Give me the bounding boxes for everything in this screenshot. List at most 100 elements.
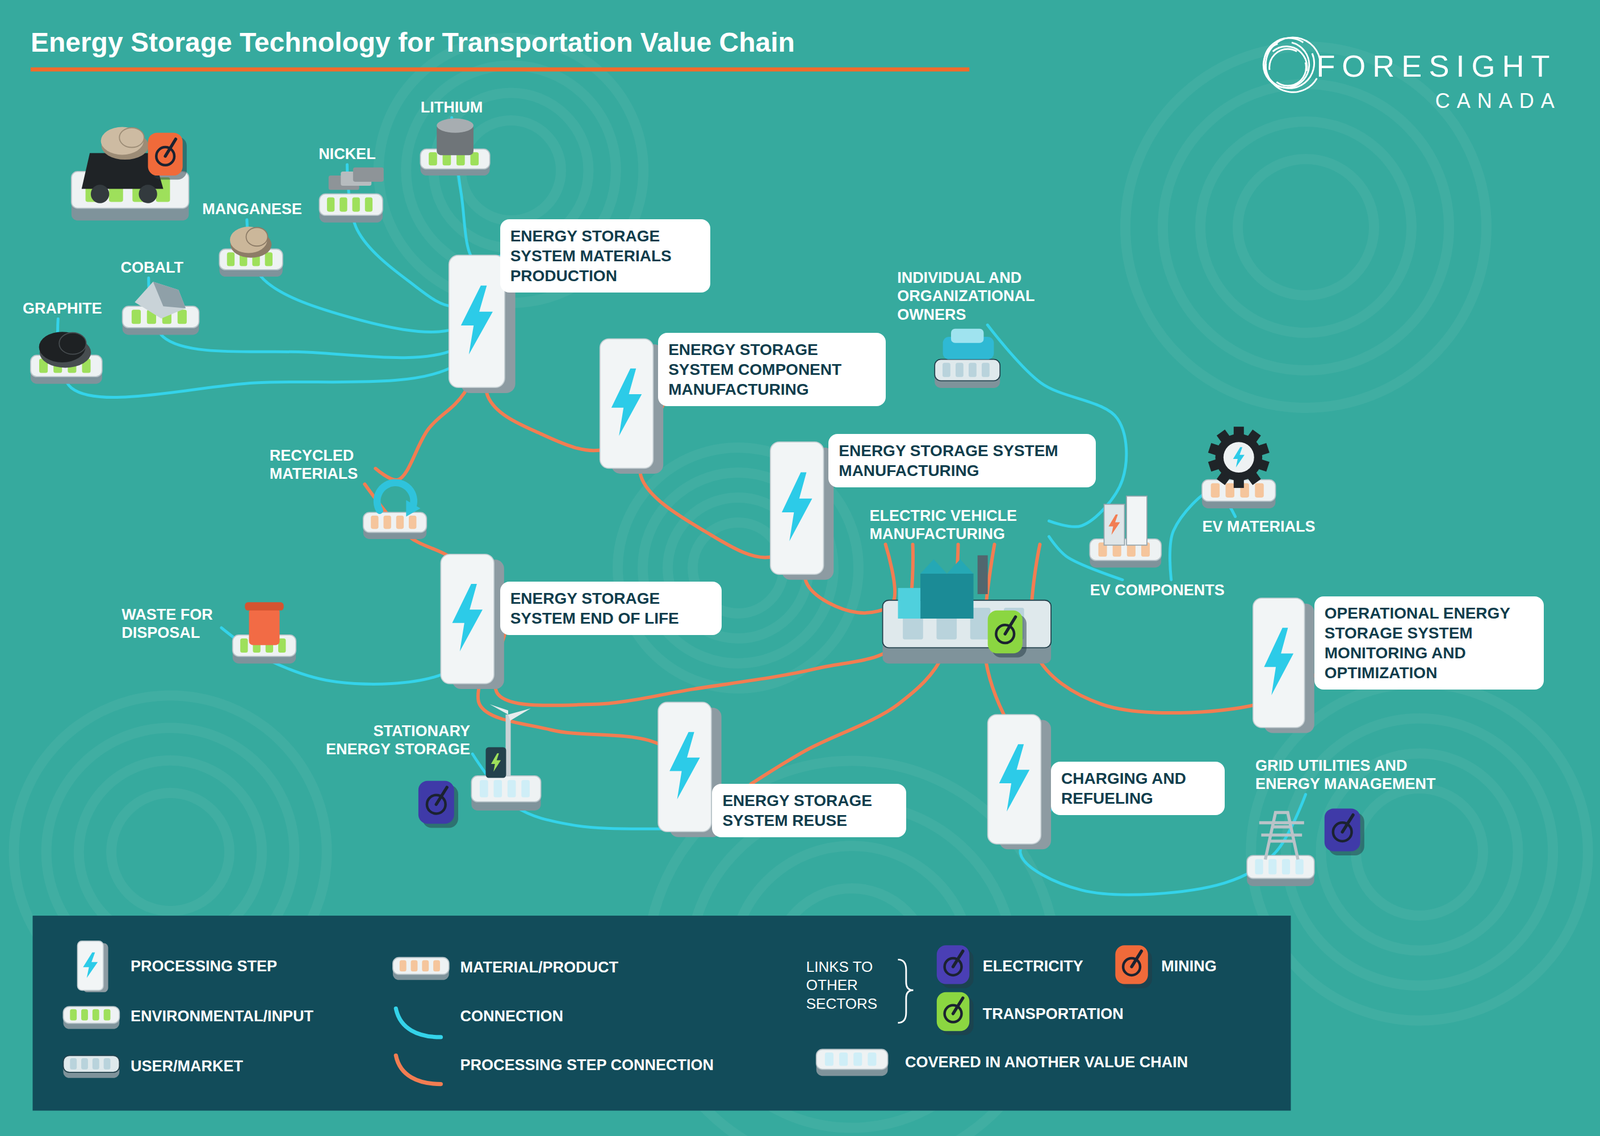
platform-stripe <box>240 638 248 653</box>
platform-stripe <box>955 362 964 378</box>
logo-text: CANADA <box>1435 88 1562 114</box>
battery-front <box>449 254 505 388</box>
item-label: ELECTRIC VEHICLE MANUFACTURING <box>867 505 1050 545</box>
badge-plug <box>1131 950 1142 966</box>
rock <box>101 127 144 156</box>
process-box: ENERGY STORAGE SYSTEM END OF LIFE <box>500 581 722 635</box>
bolt-symbol <box>451 583 483 652</box>
legend-text: COVERED IN ANOTHER VALUE CHAIN <box>905 1053 1188 1071</box>
platform-stripe <box>1254 483 1264 498</box>
process-label: CHARGING AND REFUELING <box>1061 768 1215 808</box>
item-label: GRID UTILITIES AND ENERGY MANAGEMENT <box>1253 755 1464 795</box>
item-label: LITHIUM <box>418 97 485 118</box>
platform-top <box>1246 855 1315 878</box>
illustration-group <box>30 27 1365 1111</box>
legend-text: TRANSPORTATION <box>982 1004 1124 1023</box>
item-text: GRAPHITE <box>22 299 103 318</box>
platform-stripe <box>493 779 502 798</box>
item-label: RECYCLED MATERIALS <box>267 445 376 485</box>
bolt-symbol <box>491 752 501 772</box>
lithium-drum-top <box>436 118 474 133</box>
gear-body <box>1215 433 1263 481</box>
platform-stripe <box>433 960 441 972</box>
turbine-blade <box>489 704 509 715</box>
platform-top <box>471 775 541 802</box>
platform-top <box>934 359 1000 381</box>
platform-stripe <box>1225 483 1235 498</box>
recycle-head <box>405 500 421 517</box>
platform-stripe <box>365 197 373 212</box>
platform-stripe <box>839 1052 848 1066</box>
battery-front <box>77 940 104 990</box>
logo-swirl <box>1269 48 1307 86</box>
sector-badge <box>148 132 183 176</box>
car-window <box>951 328 984 343</box>
platform-stripe <box>265 252 273 266</box>
platform-stripe <box>352 197 360 212</box>
item-text: STATIONARY ENERGY STORAGE <box>309 721 471 759</box>
item-label: EV MATERIALS <box>1200 516 1318 537</box>
battery-front <box>770 441 824 575</box>
platform-stripe <box>92 1008 100 1021</box>
process-box: ENERGY STORAGE SYSTEM COMPONENT MANUFACT… <box>658 332 886 406</box>
item-text: INDIVIDUAL AND ORGANIZATIONAL OWNERS <box>897 268 1062 324</box>
badge-plug <box>953 997 963 1013</box>
platform-stripe <box>227 252 235 266</box>
platform-stripe <box>421 960 429 972</box>
sector-badge <box>418 780 455 824</box>
ripple <box>1237 158 1375 296</box>
turbine-blade <box>508 708 531 721</box>
legend-line-sample <box>395 1054 441 1084</box>
battery-front <box>987 714 1042 844</box>
process-label: OPERATIONAL ENERGY STORAGE SYSTEM MONITO… <box>1324 602 1534 683</box>
platform-stripe <box>411 960 418 972</box>
legend-line-sample <box>395 1008 441 1037</box>
waste-bin <box>249 608 280 645</box>
platform-stripe <box>824 1052 834 1066</box>
process-label: ENERGY STORAGE SYSTEM COMPONENT MANUFACT… <box>668 339 876 400</box>
badge-plug <box>436 786 447 804</box>
platform-stripe <box>69 1057 77 1070</box>
platform-top <box>63 1054 120 1072</box>
cart-wheel <box>138 184 157 203</box>
grid-tower <box>1259 812 1305 860</box>
legend-text: ELECTRICITY <box>982 957 1084 975</box>
ripple <box>1162 84 1449 371</box>
processing-connector <box>495 543 913 706</box>
bolt-symbol <box>781 472 812 542</box>
platform-top <box>392 957 450 975</box>
cart-wheel <box>90 184 110 203</box>
legend-brace <box>898 958 914 1023</box>
factory-roof <box>920 559 974 574</box>
logo-swirl <box>1253 27 1325 99</box>
badge-plug <box>165 139 176 157</box>
ripple <box>1355 788 1484 916</box>
process-label: ENERGY STORAGE SYSTEM END OF LIFE <box>510 588 712 628</box>
bolt-symbol <box>1233 446 1245 468</box>
legend-text: PROCESSING STEP <box>130 957 278 975</box>
ev-building <box>1104 504 1125 546</box>
platform-stripe <box>177 309 187 324</box>
battery-front <box>658 701 712 832</box>
platform-stripe <box>370 515 379 529</box>
storage-unit <box>485 747 506 778</box>
ripple <box>1200 121 1412 333</box>
platform-stripe <box>103 1057 111 1070</box>
platform-stripe <box>103 1008 111 1021</box>
legend-text: MINING <box>1161 957 1217 975</box>
battery-front <box>1253 597 1305 728</box>
platform-stripe <box>479 779 489 798</box>
turbine-pole <box>505 714 512 776</box>
sector-badge <box>1324 807 1361 851</box>
platform-stripe <box>383 515 391 529</box>
ev-building <box>1126 495 1147 545</box>
platform-stripe <box>399 960 407 972</box>
rock <box>245 227 268 246</box>
sector-badge <box>936 944 970 984</box>
badge-plug <box>1342 814 1354 832</box>
platform-stripe <box>131 309 141 324</box>
legend-text: MATERIAL/PRODUCT <box>460 958 619 977</box>
platform-top <box>816 1049 889 1070</box>
battery-front <box>600 338 654 469</box>
platform-stripe <box>339 197 347 212</box>
